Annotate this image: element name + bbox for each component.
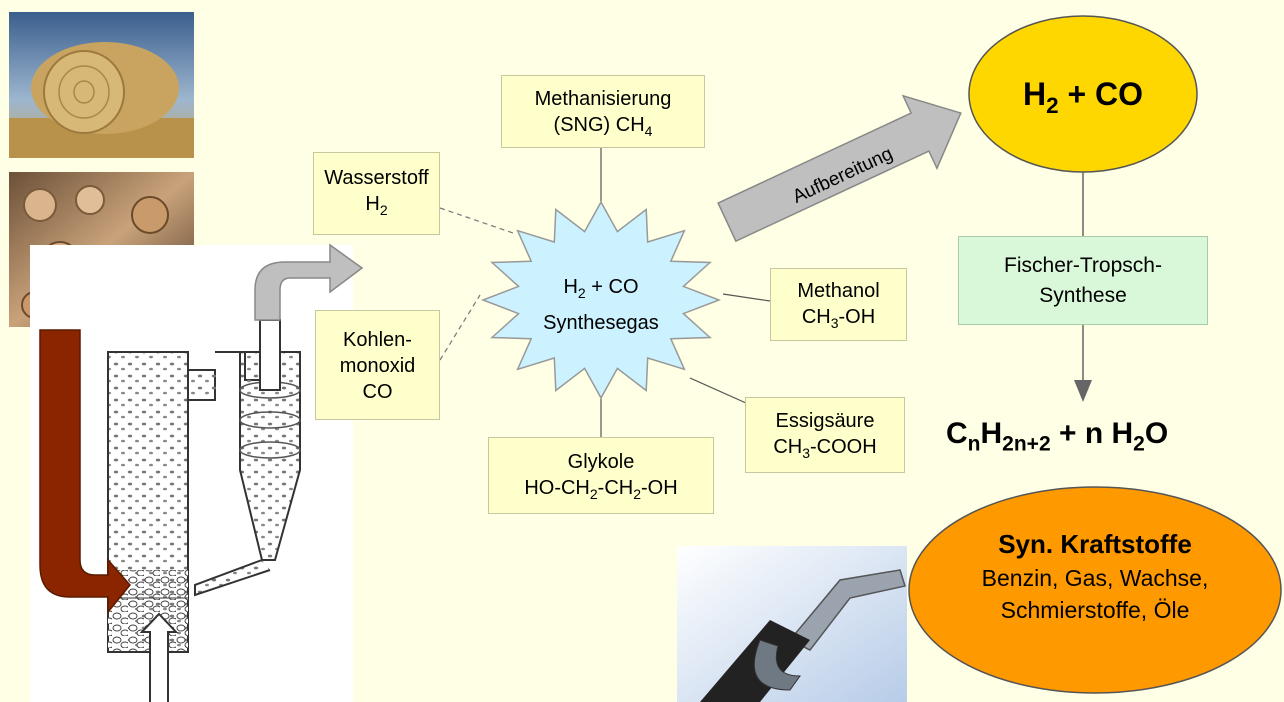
wasserstoff-line2: H2: [365, 193, 388, 218]
glykole-line1: Glykole: [567, 451, 635, 473]
fuels-line3: Schmierstoffe, Öle: [1000, 597, 1190, 623]
fischer-tropsch-line2: Synthese: [1039, 284, 1127, 307]
fuels-line2: Benzin, Gas, Wachse,: [981, 565, 1209, 591]
connector-methanol: [722, 293, 771, 302]
straw-bale-photo: [9, 12, 194, 158]
synthesegas-star: [480, 200, 722, 400]
box-kohlenmonoxid: Kohlen- monoxid CO: [315, 310, 440, 420]
essigsaeure-line2: CH3-COOH: [773, 436, 877, 461]
fuels-oval: [908, 486, 1282, 694]
biomass-feed-arrow: [39, 329, 131, 615]
syngas-outlet-arrow: [254, 243, 364, 321]
box-methanisierung: Methanisierung (SNG) CH4: [501, 75, 705, 148]
fischer-tropsch-line1: Fischer-Tropsch-: [1004, 254, 1162, 277]
arrow-ft-to-formula-head: [1074, 380, 1092, 402]
box-methanol: Methanol CH3-OH: [770, 268, 907, 341]
kohlenmonoxid-line3: CO: [362, 381, 393, 403]
connector-essigsaeure: [689, 377, 747, 404]
fuels-title: Syn. Kraftstoffe: [998, 529, 1192, 559]
connector-kohlenmonoxid: [439, 294, 481, 361]
aufbereitung-arrow: [717, 94, 962, 243]
kohlenmonoxid-line1: Kohlen-: [343, 329, 412, 351]
glykole-line2: HO-CH2-CH2-OH: [524, 477, 678, 502]
methanisierung-line1: Methanisierung: [534, 88, 672, 110]
methanol-line1: Methanol: [797, 280, 880, 302]
hub-line1: H2 + CO: [563, 276, 639, 301]
product-formula: CnH2n+2 + n H2O: [946, 417, 1169, 456]
methanol-line2: CH3-OH: [801, 306, 876, 331]
connector-wasserstoff: [439, 207, 514, 234]
box-essigsaeure: Essigsäure CH3-COOH: [745, 397, 905, 473]
gasifier-schematic: [30, 245, 353, 702]
fuels-oval-label: Syn. Kraftstoffe Benzin, Gas, Wachse, Sc…: [910, 526, 1280, 626]
methanisierung-line2: (SNG) CH4: [553, 114, 653, 139]
box-glykole: Glykole HO-CH2-CH2-OH: [488, 437, 714, 514]
hub-line2: Synthesegas: [543, 312, 659, 334]
box-wasserstoff: Wasserstoff H2: [313, 152, 440, 235]
essigsaeure-line1: Essigsäure: [775, 410, 875, 432]
hub-label: H2 + CO Synthesegas: [521, 273, 681, 337]
box-fischer-tropsch: Fischer-Tropsch- Synthese: [958, 236, 1208, 325]
fuel-nozzle-photo: [677, 546, 907, 702]
kohlenmonoxid-line2: monoxid: [339, 355, 416, 377]
syngas-oval-label: H2 + CO: [1022, 76, 1144, 118]
wasserstoff-line1: Wasserstoff: [324, 167, 429, 189]
